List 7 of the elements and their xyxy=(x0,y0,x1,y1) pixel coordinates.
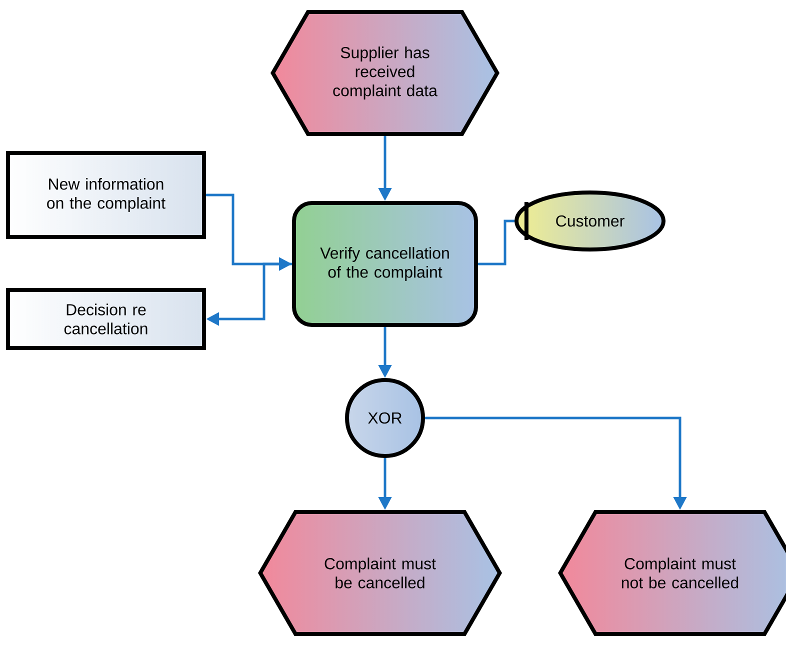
event-hexagon: Complaint must not be cancelled xyxy=(558,510,786,636)
event-hexagon: Complaint must be cancelled xyxy=(258,510,502,636)
connector-line xyxy=(478,220,514,266)
info-box: Decision re cancellation xyxy=(6,288,206,350)
event-hexagon: Supplier has received complaint data xyxy=(270,10,500,136)
info-box: New information on the complaint xyxy=(6,150,206,239)
function-box: Verify cancellation of the complaint xyxy=(292,200,478,327)
